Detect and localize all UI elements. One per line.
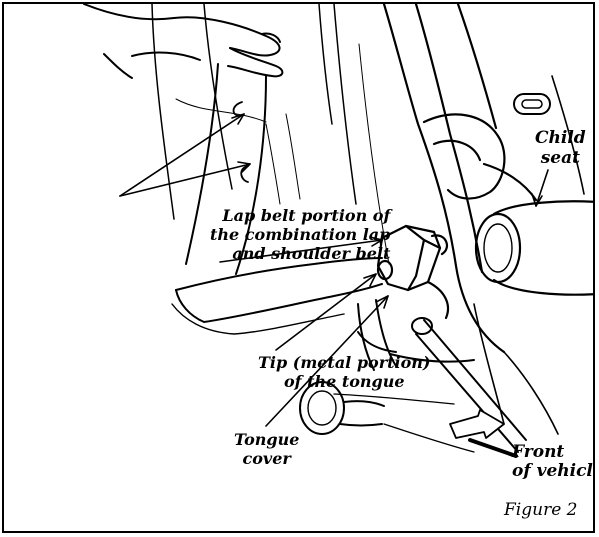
tongue-tip-label-line-1: Tip (metal portion) (258, 353, 430, 372)
tongue-cover-label: Tongue cover (234, 430, 299, 468)
tongue-tip-label: Tip (metal portion) of the tongue (258, 353, 430, 391)
lap-belt (172, 258, 382, 334)
lap-belt-label-line-2: the combination lap (210, 225, 390, 244)
lap-belt-label-line-3: and shoulder belt (210, 244, 390, 263)
lap-belt-label-line-1: Lap belt portion of (210, 206, 390, 225)
front-label-line-2: of vehicle (512, 462, 595, 481)
tongue-cover-label-line-1: Tongue (234, 430, 299, 449)
tongue-cover-label-line-2: cover (234, 449, 299, 468)
figure-frame: Child seat Lap belt portion of the combi… (2, 2, 595, 533)
front-label-line-1: Front (512, 443, 595, 462)
seat-belt-illustration (4, 4, 595, 533)
hand (84, 4, 282, 78)
child-seat-label: Child seat (535, 128, 586, 168)
child-seat-label-line-2: seat (535, 148, 586, 168)
lap-belt-label: Lap belt portion of the combination lap … (210, 206, 390, 263)
child-seat-label-line-1: Child (535, 128, 586, 148)
figure-caption: Figure 2 (504, 501, 577, 520)
tongue-tip-label-line-2: of the tongue (258, 372, 430, 391)
front-of-vehicle-label: Front of vehicle (512, 443, 595, 481)
